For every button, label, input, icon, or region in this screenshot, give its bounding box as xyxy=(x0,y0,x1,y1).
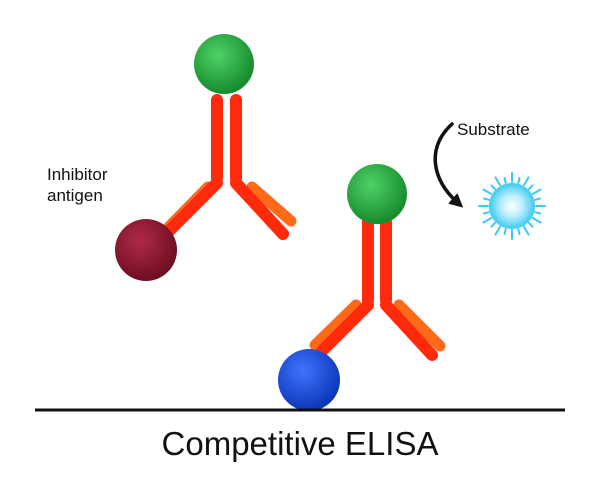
glow-ray xyxy=(482,197,490,201)
glow-ray xyxy=(503,176,507,184)
glow-ray xyxy=(494,225,501,236)
glow-ray xyxy=(517,228,521,236)
glow-ray xyxy=(490,221,497,228)
diagram-title: Competitive ELISA xyxy=(162,425,439,462)
enzyme-circle-icon xyxy=(194,34,254,94)
enzyme-circle-icon xyxy=(347,164,407,224)
antibody-bound xyxy=(278,164,446,411)
glow-burst-icon xyxy=(478,172,546,240)
glow-ray xyxy=(527,184,534,191)
glow-ray xyxy=(527,221,534,228)
glow-ray xyxy=(523,225,530,236)
glow-ray xyxy=(517,176,521,184)
antibody-heavy-chains xyxy=(159,94,289,241)
glow-ray xyxy=(482,211,490,215)
inhibitor-label-line2: antigen xyxy=(47,186,103,205)
glow-ray xyxy=(523,176,530,187)
antigen-circle-icon xyxy=(278,349,340,411)
glow-ray xyxy=(531,188,542,195)
antibody-heavy-chains xyxy=(316,216,438,361)
antibody-free xyxy=(115,34,297,281)
antigen-circle-icon xyxy=(115,219,177,281)
glow-ray xyxy=(482,217,493,224)
inhibitor-label-line1: Inhibitor xyxy=(47,165,108,184)
antibody-light-chains xyxy=(309,299,446,352)
glow-ray xyxy=(531,217,542,224)
glow-ray xyxy=(534,197,542,201)
substrate-label: Substrate xyxy=(457,120,530,139)
glow-ray xyxy=(490,184,497,191)
glow-ray xyxy=(482,188,493,195)
glow-ray xyxy=(494,176,501,187)
glow-ray xyxy=(534,211,542,215)
curved-arrow-icon xyxy=(433,122,464,208)
glow-ray xyxy=(503,228,507,236)
